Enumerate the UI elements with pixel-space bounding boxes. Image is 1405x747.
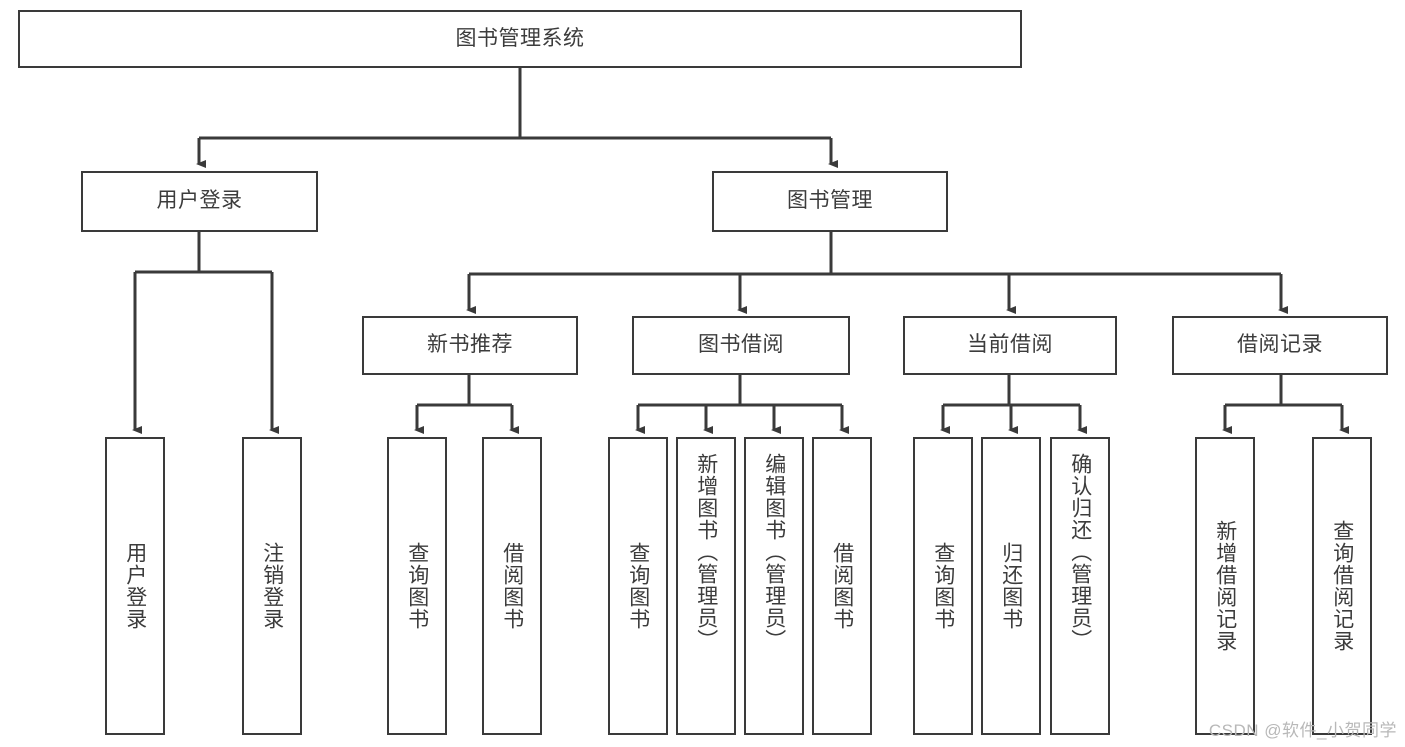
node-root[interactable]: 图书管理系统 <box>18 10 1022 68</box>
node-leaf-query-record-label: 查询借阅记录 <box>1330 520 1354 652</box>
node-leaf-edit-book-label: 编辑图书（管理员） <box>762 453 786 651</box>
node-book-manage[interactable]: 图书管理 <box>712 171 948 232</box>
node-leaf-edit-book[interactable]: 编辑图书（管理员） <box>744 437 804 735</box>
node-user-login-label: 用户登录 <box>156 189 243 213</box>
node-new-book-recommend-label: 新书推荐 <box>427 333 513 357</box>
node-leaf-add-book[interactable]: 新增图书（管理员） <box>676 437 736 735</box>
node-leaf-query-book-1[interactable]: 查询图书 <box>387 437 447 735</box>
node-leaf-add-book-label: 新增图书（管理员） <box>694 453 718 651</box>
node-borrow-record-label: 借阅记录 <box>1237 333 1323 357</box>
node-leaf-add-record-label: 新增借阅记录 <box>1213 520 1237 652</box>
node-leaf-return-book-label: 归还图书 <box>999 542 1023 630</box>
node-current-borrow[interactable]: 当前借阅 <box>903 316 1117 375</box>
node-leaf-query-book-1-label: 查询图书 <box>405 542 429 630</box>
node-leaf-borrow-book-2[interactable]: 借阅图书 <box>812 437 872 735</box>
node-leaf-return-book[interactable]: 归还图书 <box>981 437 1041 735</box>
node-leaf-query-book-2-label: 查询图书 <box>626 542 650 630</box>
node-leaf-logout[interactable]: 注销登录 <box>242 437 302 735</box>
node-leaf-user-login-label: 用户登录 <box>123 542 147 630</box>
node-leaf-borrow-book-1[interactable]: 借阅图书 <box>482 437 542 735</box>
node-leaf-query-book-3[interactable]: 查询图书 <box>913 437 973 735</box>
node-borrow-record[interactable]: 借阅记录 <box>1172 316 1388 375</box>
node-leaf-query-book-3-label: 查询图书 <box>931 542 955 630</box>
node-leaf-borrow-book-2-label: 借阅图书 <box>830 542 854 630</box>
node-leaf-confirm-return[interactable]: 确认归还（管理员） <box>1050 437 1110 735</box>
node-current-borrow-label: 当前借阅 <box>967 333 1053 357</box>
node-book-borrow-label: 图书借阅 <box>698 333 784 357</box>
node-book-borrow[interactable]: 图书借阅 <box>632 316 850 375</box>
node-leaf-confirm-return-label: 确认归还（管理员） <box>1068 453 1092 651</box>
node-book-manage-label: 图书管理 <box>787 189 873 213</box>
node-leaf-borrow-book-1-label: 借阅图书 <box>500 542 524 630</box>
node-leaf-logout-label: 注销登录 <box>260 542 284 630</box>
node-leaf-query-record[interactable]: 查询借阅记录 <box>1312 437 1372 735</box>
node-user-login[interactable]: 用户登录 <box>81 171 318 232</box>
node-leaf-user-login[interactable]: 用户登录 <box>105 437 165 735</box>
node-root-label: 图书管理系统 <box>455 26 585 50</box>
node-leaf-query-book-2[interactable]: 查询图书 <box>608 437 668 735</box>
node-leaf-add-record[interactable]: 新增借阅记录 <box>1195 437 1255 735</box>
node-new-book-recommend[interactable]: 新书推荐 <box>362 316 578 375</box>
